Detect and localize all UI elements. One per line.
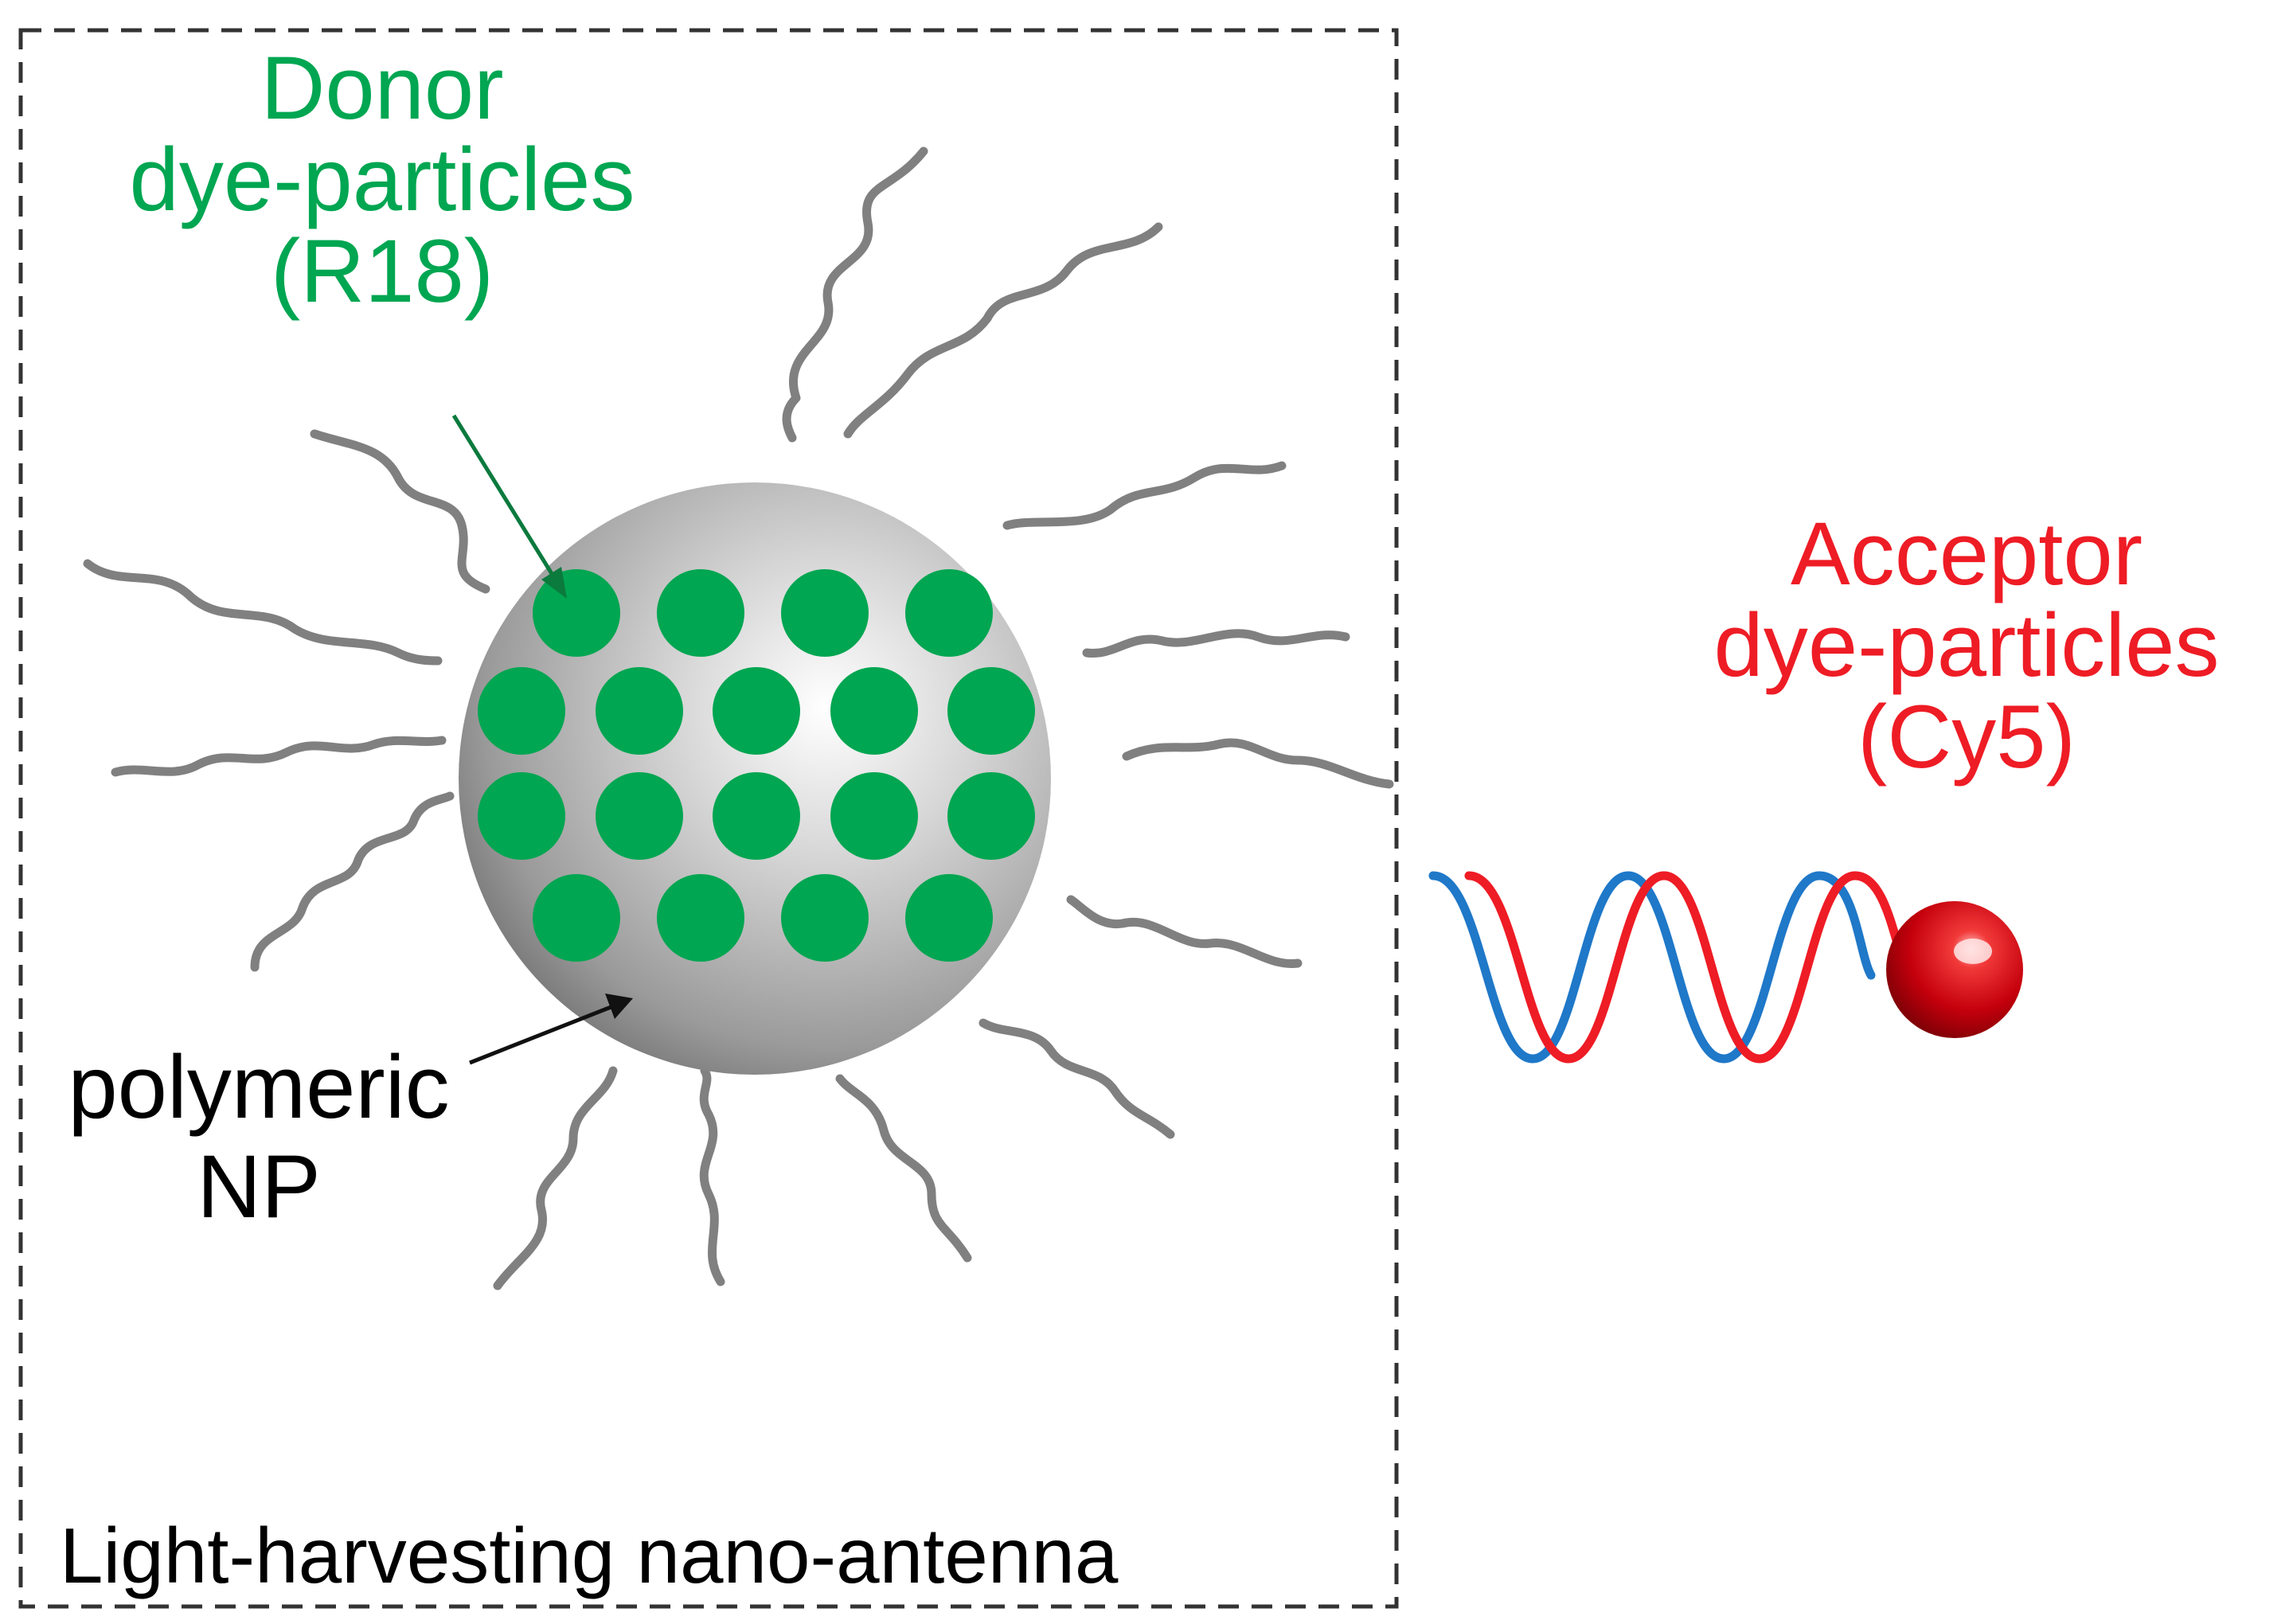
polymer-chain (843, 222, 1163, 439)
donor-dye-particle (781, 874, 869, 962)
polymer-chain (493, 1066, 618, 1290)
polymer-chain (1002, 461, 1287, 530)
acceptor-label-line1: Acceptor (1791, 504, 2143, 603)
donor-dye-particles (478, 569, 1035, 962)
nanoparticle-label-line2: NP (197, 1137, 321, 1236)
polymer-chain (310, 429, 490, 594)
acceptor-sphere-highlight (1954, 939, 1992, 964)
donor-dye-particle (478, 667, 565, 755)
acceptor-label-line2: dye-particles (1713, 595, 2220, 695)
donor-dye-particle (781, 569, 869, 657)
dna-strand-blue (1428, 871, 1876, 1064)
donor-dye-particle (657, 874, 744, 962)
dna-strand-red (1464, 871, 1912, 1064)
polymer-chain (1122, 738, 1394, 789)
polymer-chain (1082, 629, 1350, 658)
donor-dye-particle (713, 667, 800, 755)
nano-antenna-box (18, 28, 1399, 1609)
donor-label-line2: dye-particles (129, 130, 635, 229)
polymer-chain (83, 559, 443, 666)
donor-dye-particle (478, 772, 565, 860)
polymer-chain (835, 1074, 972, 1263)
acceptor-label: Acceptor dye-particles (Cy5) (1640, 509, 2289, 784)
donor-dye-particle (905, 569, 993, 657)
donor-dye-particle (596, 667, 683, 755)
donor-dye-particle (905, 874, 993, 962)
polymer-chain (978, 1018, 1175, 1139)
acceptor-label-line3: (Cy5) (1857, 687, 2076, 787)
polymer-chain (250, 791, 455, 972)
donor-label-line1: Donor (260, 38, 504, 138)
polymer-chains (83, 146, 1394, 1290)
nanoparticle-label: polymeric NP (20, 1043, 498, 1242)
donor-dye-particle (657, 569, 744, 657)
dna-double-strand (1428, 871, 1912, 1064)
nanoparticle-arrow (469, 994, 633, 1065)
polymer-chain (111, 736, 447, 777)
donor-dye-particle (713, 772, 800, 860)
polymer-chain (782, 146, 928, 443)
nanoparticle-label-line1: polymeric (68, 1037, 450, 1137)
donor-label: Donor dye-particles (R18) (64, 44, 701, 318)
antenna-caption: Light-harvesting nano-antenna (60, 1512, 1119, 1599)
polymer-chain (699, 1066, 725, 1286)
donor-dye-particle (947, 772, 1035, 860)
donor-dye-particle (830, 772, 918, 860)
donor-dye-particle (947, 667, 1035, 755)
donor-dye-particle (596, 772, 683, 860)
acceptor-dye-sphere (1886, 901, 2023, 1038)
donor-arrow (451, 414, 567, 599)
donor-dye-particle (533, 569, 620, 657)
polymer-chain (1066, 895, 1303, 968)
donor-dye-particle (830, 667, 918, 755)
donor-label-line3: (R18) (270, 221, 494, 321)
donor-dye-particle (533, 874, 620, 962)
